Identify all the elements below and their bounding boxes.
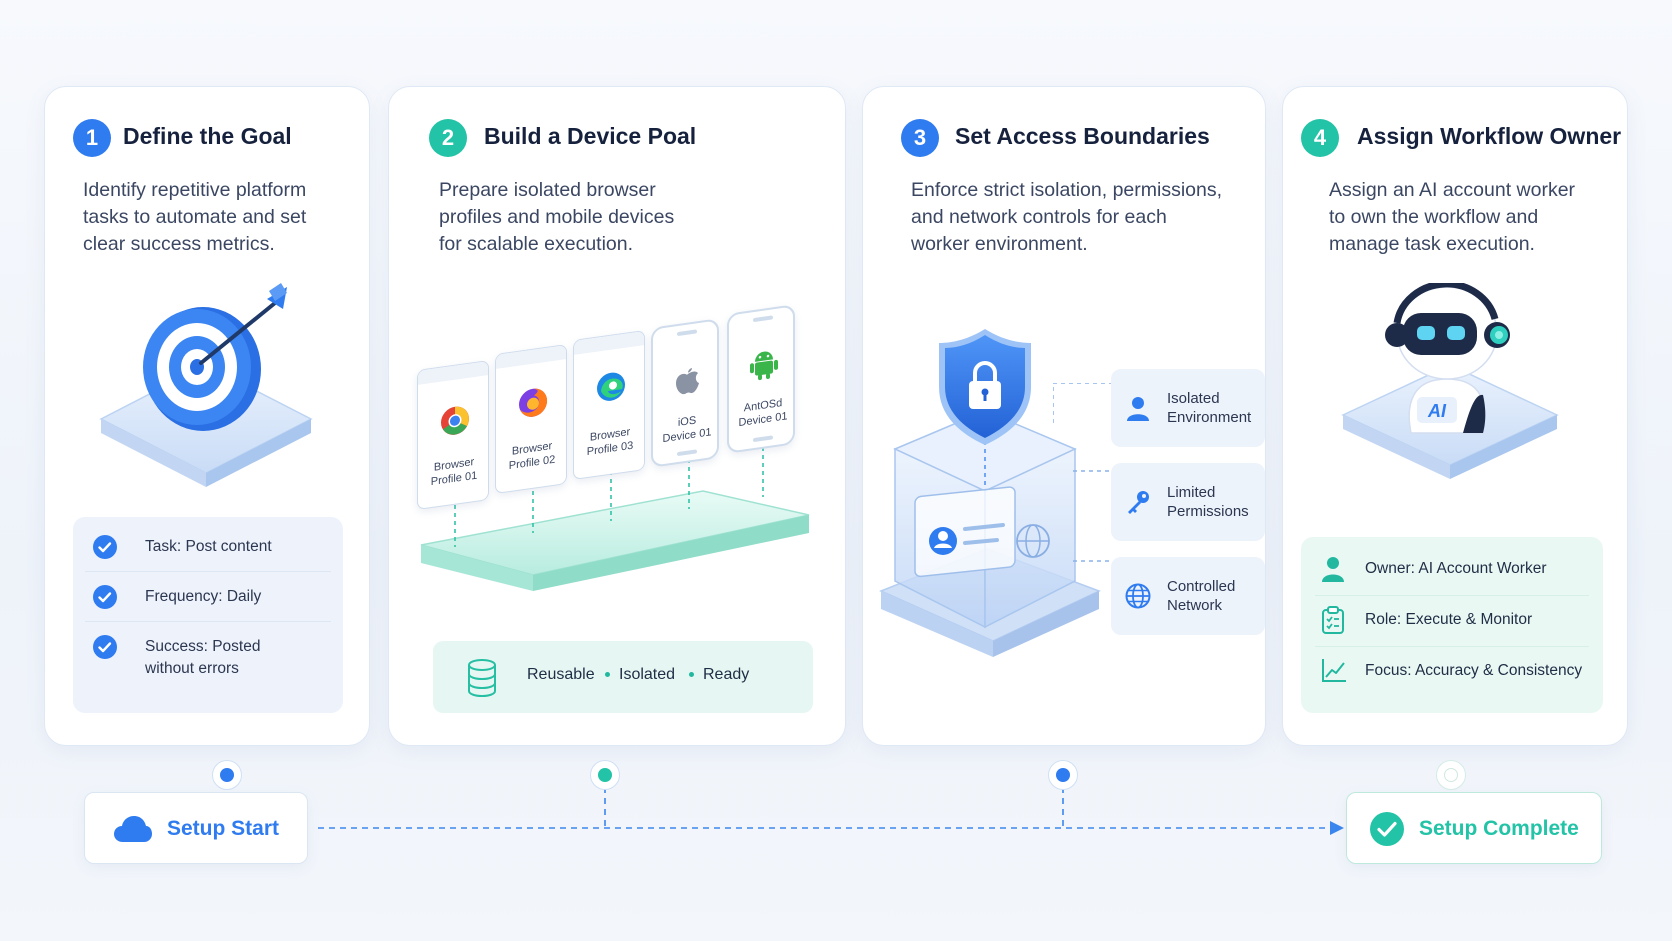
robot-ai-label: AI (1427, 401, 1447, 421)
key-icon (1128, 491, 1149, 514)
connector-lines (1053, 383, 1111, 562)
cloud-icon (114, 816, 152, 842)
timeline-node (1436, 760, 1466, 790)
clipboard-icon (1322, 606, 1344, 634)
step-number-badge: 1 (73, 119, 111, 157)
step-title: Build a Device Poal (484, 123, 697, 149)
step-title: Define the Goal (123, 123, 292, 149)
step-description: Enforce strict isolation, permissions, a… (911, 179, 1223, 255)
setup-complete-label: Setup Complete (1419, 817, 1579, 840)
timeline-node (590, 760, 620, 790)
step-card-workflow-owner: 4 Assign Workflow Owner Assign an AI acc… (1282, 86, 1628, 746)
step-card-define-goal: 1 Define the Goal Identify repetitive pl… (44, 86, 370, 746)
goal-checklist: Task: Post content Frequency: Daily Succ… (73, 517, 343, 713)
setup-complete-pill: Setup Complete (1346, 792, 1602, 864)
line-chart-icon (1322, 659, 1346, 682)
firefox-icon (519, 388, 548, 417)
timeline-node (1048, 760, 1078, 790)
chrome-icon (441, 406, 469, 435)
target-icon (99, 283, 313, 487)
globe-icon (1125, 583, 1151, 609)
status-tag: Isolated (619, 666, 676, 683)
android-icon (750, 351, 778, 381)
step-number-badge: 2 (429, 119, 467, 157)
device-pool-illustration (420, 439, 810, 591)
check-circle-icon (93, 585, 117, 609)
check-circle-icon (93, 635, 117, 659)
check-circle-icon (93, 535, 117, 559)
step-title: Assign Workflow Owner (1357, 123, 1622, 149)
status-tag: Ready (703, 666, 750, 683)
user-icon (1322, 557, 1344, 582)
robot-icon: AI (1341, 283, 1559, 479)
database-icon (468, 659, 496, 697)
step-description: Prepare isolated browser profiles and mo… (439, 179, 675, 255)
edge-icon (597, 372, 625, 401)
step-description: Identify repetitive platform tasks to au… (83, 179, 307, 255)
setup-start-label: Setup Start (167, 817, 280, 840)
user-icon (1127, 397, 1149, 421)
owner-details-list: Owner: AI Account Worker Role: Execute &… (1301, 537, 1603, 713)
timeline-node (212, 760, 242, 790)
status-tag: Reusable (527, 666, 595, 683)
security-cube-illustration (879, 329, 1101, 657)
step-description: Assign an AI account worker to own the w… (1329, 179, 1576, 255)
step-number-badge: 4 (1301, 119, 1339, 157)
check-circle-icon (1370, 812, 1404, 846)
timeline-connector (318, 776, 1344, 835)
step-number-badge: 3 (901, 119, 939, 157)
step-card-access-boundaries: 3 Set Access Boundaries Enforce strict i… (862, 86, 1266, 746)
pool-status-strip: Reusable Isolated Ready (433, 641, 813, 713)
step-title: Set Access Boundaries (955, 123, 1210, 149)
apple-icon (676, 368, 699, 395)
setup-start-pill: Setup Start (84, 792, 308, 864)
step-card-device-pool: 2 Build a Device Poal Prepare isolated b… (388, 86, 846, 746)
